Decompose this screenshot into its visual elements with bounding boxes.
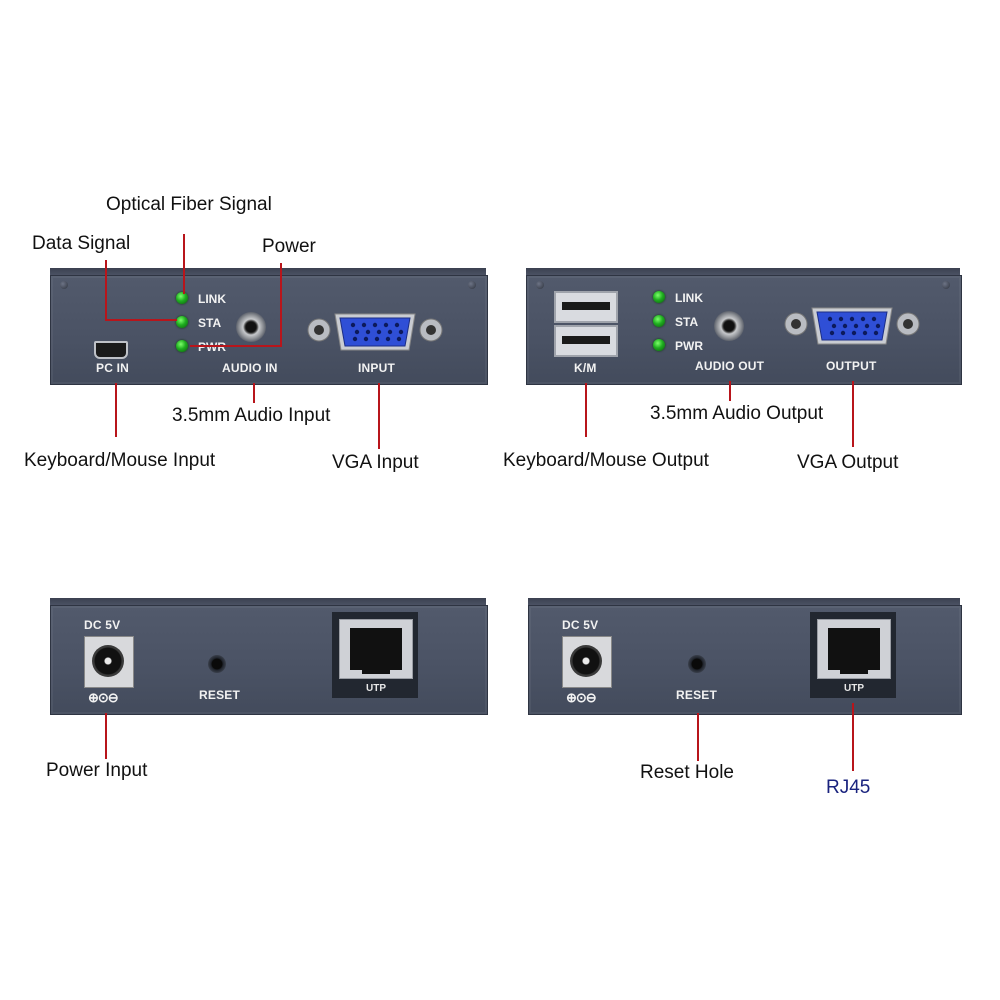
reset-button[interactable] xyxy=(208,655,226,673)
utp-label: UTP xyxy=(366,683,386,694)
sta-led-icon xyxy=(176,316,188,328)
link-led-icon xyxy=(176,292,188,304)
power-callout: Power xyxy=(262,236,316,257)
audio-out-label: AUDIO OUT xyxy=(695,359,765,373)
audio-in-label: AUDIO IN xyxy=(222,361,278,375)
callout-line xyxy=(729,381,731,401)
callout-line xyxy=(115,383,117,437)
usb-port-top[interactable] xyxy=(554,291,618,323)
power-input-callout: Power Input xyxy=(46,760,148,781)
audio-in-jack[interactable] xyxy=(236,312,266,342)
callout-line xyxy=(183,234,185,294)
reset-hole-callout: Reset Hole xyxy=(640,762,734,783)
output-label: OUTPUT xyxy=(826,359,877,373)
input-label: INPUT xyxy=(358,361,395,375)
rj45-callout: RJ45 xyxy=(826,777,871,798)
link-led-icon xyxy=(653,291,665,303)
callout-line xyxy=(280,263,282,347)
vga-output-port[interactable] xyxy=(782,304,922,348)
data-signal-callout: Data Signal xyxy=(32,233,131,254)
dc-power-jack[interactable] xyxy=(84,636,134,688)
usb-port-bottom[interactable] xyxy=(554,325,618,357)
screw-icon xyxy=(536,281,544,289)
optical-fiber-signal-callout: Optical Fiber Signal xyxy=(106,194,272,215)
reset-label: RESET xyxy=(199,688,241,702)
vga-output-callout: VGA Output xyxy=(797,452,899,473)
km-label: K/M xyxy=(574,361,597,375)
callout-line xyxy=(585,383,587,437)
rj45-port[interactable] xyxy=(817,619,891,679)
audio-output-callout: 3.5mm Audio Output xyxy=(650,403,824,424)
audio-out-jack[interactable] xyxy=(714,311,744,341)
reset-button[interactable] xyxy=(688,655,706,673)
keyboard-mouse-output-callout: Keyboard/Mouse Output xyxy=(503,450,709,471)
pc-in-label: PC IN xyxy=(96,361,130,375)
screw-icon xyxy=(468,281,476,289)
sta-led-icon xyxy=(653,315,665,327)
link-label: LINK xyxy=(675,291,703,305)
sta-label: STA xyxy=(675,315,699,329)
vga-input-callout: VGA Input xyxy=(332,452,419,473)
screw-icon xyxy=(60,281,68,289)
rj45-port[interactable] xyxy=(339,619,413,679)
callout-line xyxy=(253,383,255,403)
polarity-icon: ⊕⊙⊖ xyxy=(566,690,597,705)
callout-line xyxy=(852,703,854,771)
pwr-label: PWR xyxy=(675,339,703,353)
vga-input-port[interactable] xyxy=(305,310,445,354)
audio-input-callout: 3.5mm Audio Input xyxy=(172,405,331,426)
callout-line xyxy=(105,319,177,321)
pwr-led-icon xyxy=(653,339,665,351)
screw-icon xyxy=(942,281,950,289)
mini-usb-port[interactable] xyxy=(94,341,128,359)
reset-label: RESET xyxy=(676,688,718,702)
keyboard-mouse-input-callout: Keyboard/Mouse Input xyxy=(24,450,216,471)
polarity-icon: ⊕⊙⊖ xyxy=(88,690,119,705)
callout-line xyxy=(105,260,107,320)
sta-label: STA xyxy=(198,316,222,330)
callout-line xyxy=(105,713,107,759)
dc-5v-label: DC 5V xyxy=(84,618,121,632)
dc-power-jack[interactable] xyxy=(562,636,612,688)
callout-line xyxy=(378,383,380,449)
pwr-led-icon xyxy=(176,340,188,352)
callout-line xyxy=(852,381,854,447)
link-label: LINK xyxy=(198,292,226,306)
utp-label: UTP xyxy=(844,683,864,694)
callout-line xyxy=(190,345,282,347)
pwr-label: PWR xyxy=(198,340,226,354)
dc-5v-label: DC 5V xyxy=(562,618,599,632)
callout-line xyxy=(697,713,699,761)
